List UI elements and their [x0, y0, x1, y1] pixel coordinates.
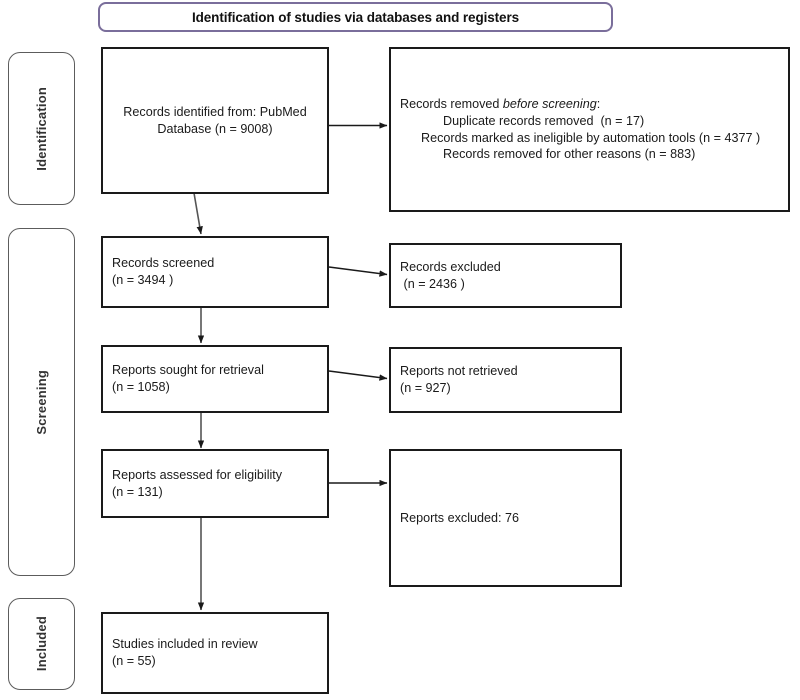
diagram-title: Identification of studies via databases … [191, 9, 520, 25]
box-records-excluded-text: Records excluded (n = 2436 ) [391, 259, 620, 292]
records-removed-heading-pre: Records removed [400, 97, 503, 112]
stage-label-screening: Screening [8, 228, 75, 576]
reports-sought-line2: (n = 1058) [112, 380, 170, 394]
records-removed-item-2: Records marked as ineligible by automati… [421, 130, 761, 145]
records-identified-line1: Records identified from: PubMed [123, 104, 307, 119]
arrow-identified-to-screened [193, 192, 203, 235]
box-reports-not-retrieved-text: Reports not retrieved (n = 927) [391, 363, 620, 396]
box-reports-not-retrieved: Reports not retrieved (n = 927) [389, 347, 622, 413]
arrow-sought-to-not-retrieved [328, 370, 388, 381]
records-removed-item-3: Records removed for other reasons (n = 8… [443, 147, 696, 162]
box-reports-sought: Reports sought for retrieval (n = 1058) [101, 345, 329, 413]
reports-assessed-line1: Reports assessed for eligibility [112, 467, 283, 482]
reports-not-retrieved-line1: Reports not retrieved [400, 364, 518, 379]
stage-label-included-text: Included [34, 616, 49, 672]
box-reports-assessed: Reports assessed for eligibility (n = 131… [101, 449, 329, 518]
records-identified-line2: Database (n = 9008) [157, 121, 273, 136]
box-studies-included: Studies included in review (n = 55) [101, 612, 329, 694]
reports-excluded-line1: Reports excluded: 76 [400, 510, 520, 525]
reports-assessed-line2: (n = 131) [112, 484, 163, 499]
records-removed-heading-italic: before screening [502, 97, 597, 112]
box-records-removed: Records removed before screening:Duplica… [389, 47, 790, 212]
box-studies-included-text: Studies included in review (n = 55) [103, 636, 327, 669]
reports-sought-line1: Reports sought for retrieval [112, 363, 264, 378]
records-removed-item-1: Duplicate records removed (n = 17) [443, 113, 645, 128]
stage-label-included: Included [8, 598, 75, 690]
records-removed-heading-post: : [596, 97, 601, 112]
studies-included-line2: (n = 55) [112, 654, 156, 668]
records-excluded-line2: (n = 2436 ) [400, 276, 465, 291]
stage-label-identification: Identification [8, 52, 75, 205]
box-reports-excluded: Reports excluded: 76 [389, 449, 622, 587]
box-records-screened-text: Records screened (n = 3494 ) [103, 255, 327, 288]
box-reports-sought-text: Reports sought for retrieval (n = 1058) [103, 362, 327, 395]
box-records-excluded: Records excluded (n = 2436 ) [389, 243, 622, 308]
box-records-removed-text: Records removed before screening:Duplica… [391, 96, 788, 162]
diagram-header-banner: Identification of studies via databases … [98, 2, 613, 32]
records-screened-line2: (n = 3494 ) [112, 273, 174, 287]
stage-label-screening-text: Screening [34, 369, 49, 435]
reports-not-retrieved-line2: (n = 927) [400, 381, 451, 395]
studies-included-line1: Studies included in review [112, 637, 258, 652]
arrow-screened-to-excluded [328, 266, 388, 277]
records-screened-line1: Records screened [112, 256, 215, 271]
stage-label-identification-text: Identification [34, 86, 49, 171]
records-excluded-line1: Records excluded [400, 259, 501, 274]
box-reports-excluded-text: Reports excluded: 76 [391, 510, 620, 527]
box-reports-assessed-text: Reports assessed for eligibility (n = 131… [103, 467, 327, 500]
box-records-screened: Records screened (n = 3494 ) [101, 236, 329, 308]
